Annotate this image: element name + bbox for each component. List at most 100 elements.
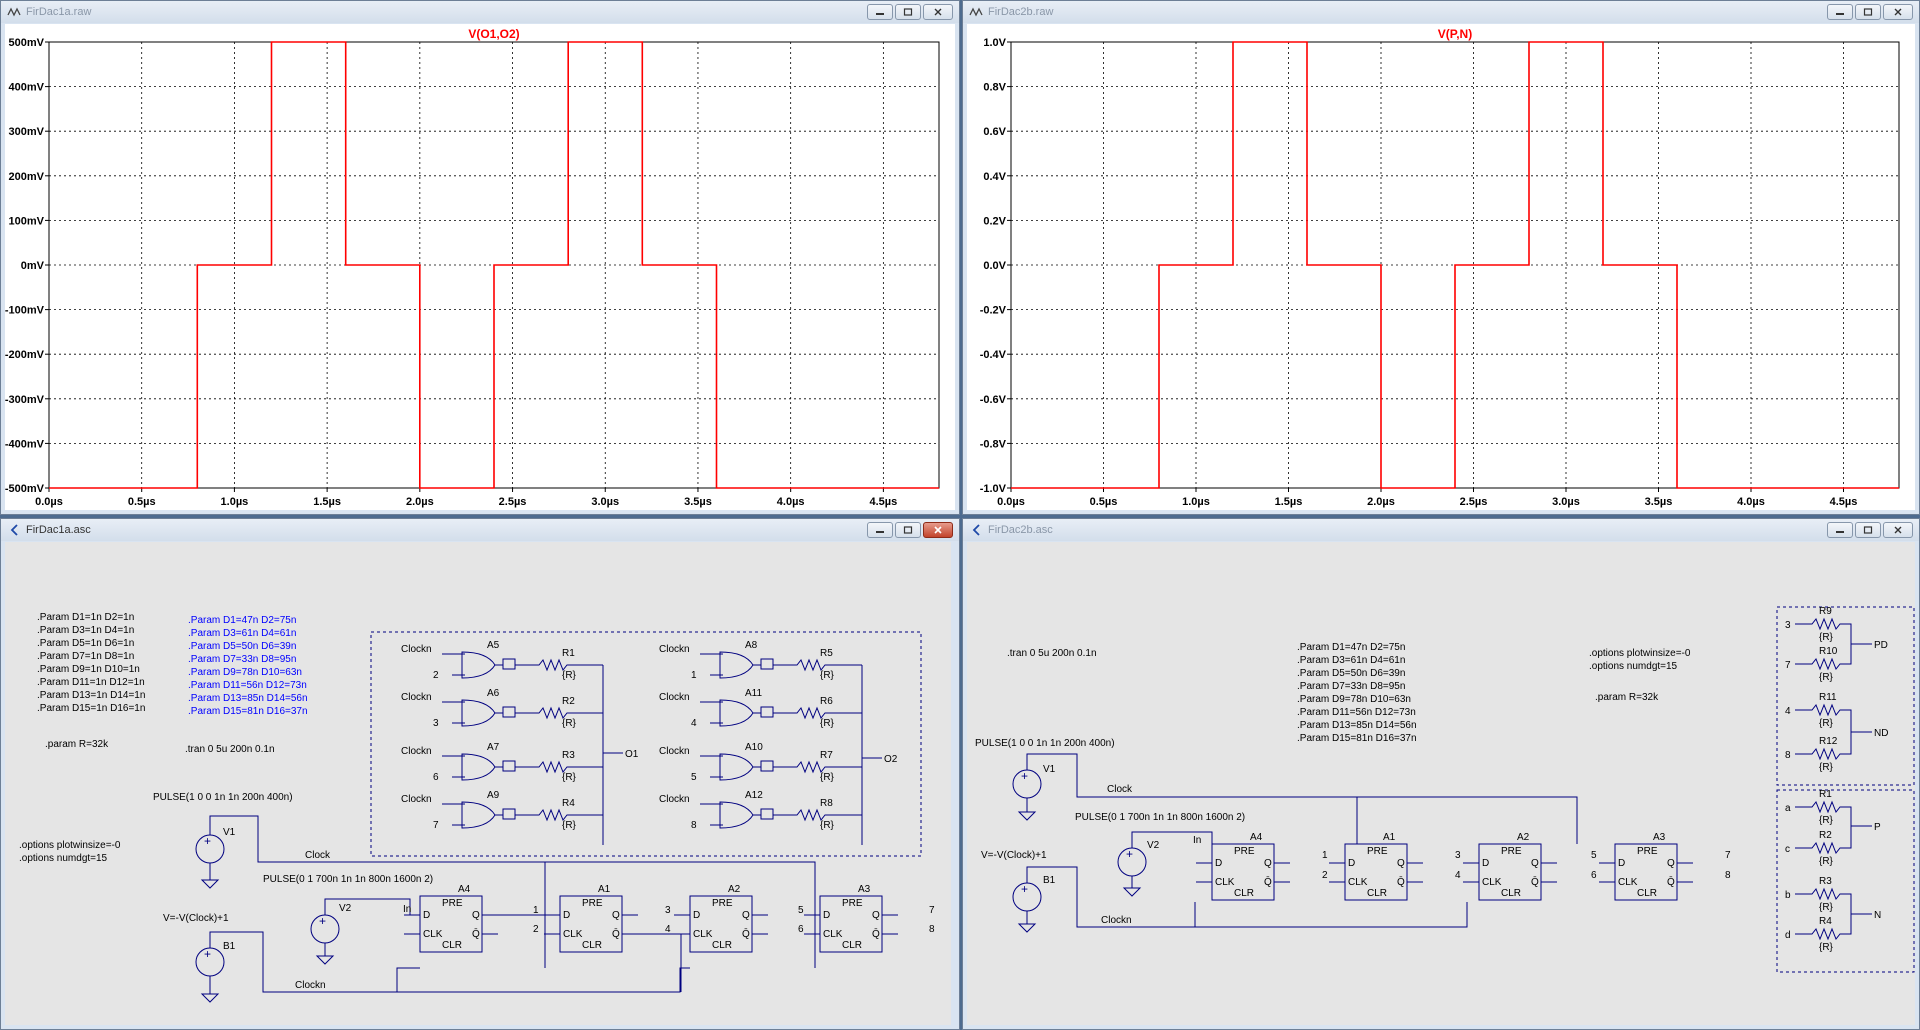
- gate-group-box: [370, 631, 922, 857]
- resistor-name: R2: [1819, 830, 1832, 841]
- resistor-r10[interactable]: R10{R}7: [1785, 644, 1852, 683]
- ff-name: A1: [598, 884, 611, 895]
- trace-title[interactable]: V(P,N): [1438, 27, 1472, 41]
- resistor-r4[interactable]: R4{R}d: [1785, 914, 1852, 953]
- param-line: .Param D15=1n D16=1n: [37, 703, 145, 714]
- minimize-button[interactable]: [867, 4, 893, 20]
- schematic-window-firdac2b[interactable]: FirDac2b.asc .tran 0 5u 200n 0.1n .Param…: [962, 518, 1920, 1030]
- resistor-r9[interactable]: R9{R}3: [1785, 606, 1852, 644]
- title-bar[interactable]: FirDac2b.raw: [963, 1, 1919, 23]
- close-button[interactable]: [1883, 522, 1913, 538]
- ff-clr-label: CLR: [1637, 888, 1657, 899]
- param-line: .Param D13=1n D14=1n: [37, 690, 145, 701]
- resistor-r2[interactable]: R2{R}c: [1785, 826, 1852, 867]
- param-line: .Param D1=47n D2=75n: [1297, 642, 1405, 653]
- resistor-input-label: 8: [1785, 750, 1791, 761]
- resistor-r1[interactable]: R1{R}a: [1785, 789, 1852, 826]
- minimize-button[interactable]: [1827, 522, 1853, 538]
- voltage-source-v1[interactable]: +: [195, 815, 259, 889]
- y-tick-label: 0.6V: [983, 126, 1006, 138]
- ff-name: A2: [728, 884, 741, 895]
- param-line: .Param D9=78n D10=63n: [188, 667, 302, 678]
- gate-input-label: 3: [433, 718, 439, 729]
- minimize-button[interactable]: [867, 522, 893, 538]
- x-tick-label: 0.5µs: [128, 496, 156, 508]
- voltage-source-v1[interactable]: +: [1012, 753, 1578, 844]
- maximize-icon: [1863, 8, 1873, 16]
- maximize-button[interactable]: [1855, 4, 1881, 20]
- resistor-input-label: a: [1785, 803, 1791, 814]
- title-bar[interactable]: FirDac1a.asc: [1, 519, 959, 541]
- behavioral-source-b1[interactable]: +: [195, 931, 397, 1003]
- ff-qbar-label: Q̄: [1264, 875, 1272, 888]
- maximize-icon: [1863, 526, 1873, 534]
- schematic-canvas[interactable]: .tran 0 5u 200n 0.1n .Param D1=47n D2=75…: [967, 542, 1915, 1025]
- close-button[interactable]: [923, 4, 953, 20]
- close-button[interactable]: [923, 522, 953, 538]
- window-title: FirDac2b.raw: [988, 6, 1054, 18]
- ff-q-label: Q: [1397, 858, 1405, 869]
- resistor-r12[interactable]: R12{R}8: [1785, 732, 1852, 773]
- minimize-button[interactable]: [1827, 4, 1853, 20]
- pulse2-value: PULSE(0 1 700n 1n 1n 800n 1600n 2): [263, 874, 433, 885]
- series-line[interactable]: [49, 41, 939, 489]
- output-net-label: O1: [625, 749, 639, 760]
- schematic-canvas[interactable]: .Param D1=1n D2=1n .Param D3=1n D4=1n .P…: [5, 542, 951, 1025]
- trace-title[interactable]: V(O1,O2): [468, 27, 519, 41]
- ff-name: A3: [858, 884, 871, 895]
- maximize-button[interactable]: [895, 4, 921, 20]
- title-bar[interactable]: FirDac1a.raw: [1, 1, 959, 23]
- schematic-icon: [7, 523, 21, 537]
- resistor-value: {R}: [1819, 718, 1834, 729]
- close-button[interactable]: [1883, 4, 1913, 20]
- schematic-window-firdac1a[interactable]: FirDac1a.asc .Param D1=1n D2=1n .Param D…: [0, 518, 960, 1030]
- maximize-button[interactable]: [895, 522, 921, 538]
- pulse2-value: PULSE(0 1 700n 1n 1n 800n 1600n 2): [1075, 812, 1245, 823]
- param-r: .param R=32k: [45, 739, 109, 750]
- ff-clk-label: CLK: [1215, 877, 1235, 888]
- series-line[interactable]: [1011, 41, 1899, 489]
- ff-clr-label: CLR: [1234, 888, 1254, 899]
- voltage-source-v2[interactable]: +: [1117, 831, 1213, 897]
- net-node-label: 2: [1322, 870, 1328, 881]
- resistor-network[interactable]: R9{R}3R10{R}7R11{R}4R12{R}8R1{R}aR2{R}cR…: [1785, 606, 1888, 953]
- schematic-drawing[interactable]: .tran 0 5u 200n 0.1n .Param D1=47n D2=75…: [967, 542, 1917, 1027]
- title-bar[interactable]: FirDac2b.asc: [963, 519, 1919, 541]
- resistor-r3[interactable]: R3{R}b: [1785, 876, 1852, 914]
- resistor-r11[interactable]: R11{R}4: [1785, 692, 1852, 732]
- voltage-source-v2[interactable]: +: [310, 898, 411, 965]
- close-icon: [1894, 8, 1902, 16]
- behavioral-source-b1[interactable]: +: [1012, 866, 1195, 933]
- schematic-drawing[interactable]: .Param D1=1n D2=1n .Param D3=1n D4=1n .P…: [5, 542, 953, 1027]
- resistor-value: {R}: [820, 670, 835, 681]
- gate-name: A5: [487, 640, 500, 651]
- gate-input-label: 1: [691, 670, 697, 681]
- maximize-button[interactable]: [1855, 522, 1881, 538]
